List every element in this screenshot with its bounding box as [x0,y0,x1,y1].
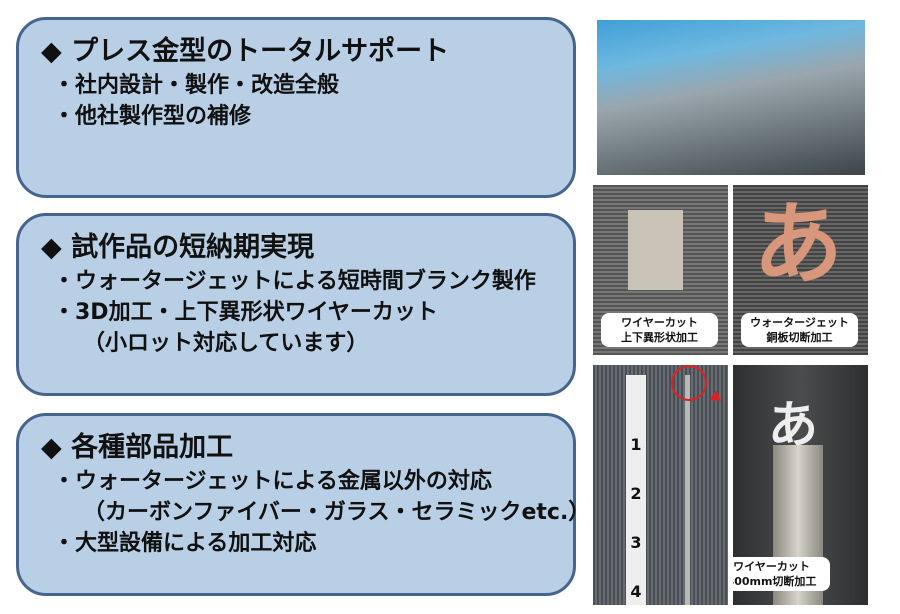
copper-glyph: あ [753,192,843,297]
ruler-tick: 4 [630,582,642,601]
section-line: ・他社製作型の補修 [53,104,252,129]
ruler-photo: 1 2 3 4 [593,365,728,605]
rod-closeup-photo: あ ワイヤーカット 400mm切断加工 [733,365,868,605]
ruler-tick: 3 [630,533,642,552]
ruler-tick: 1 [630,435,642,454]
rod [685,375,690,605]
section-title: ◆ 各種部品加工 [41,432,234,463]
section-press-die: ◆ プレス金型のトータルサポート ・社内設計・製作・改造全般 ・他社製作型の補修 [16,17,576,198]
highlight-circle [671,365,707,401]
photo-label: 400mm切断加工 [733,575,817,588]
photo-label: ウォータージェット [750,316,849,329]
photo-label: ワイヤーカット [733,560,810,573]
section-line: （小ロット対応しています） [83,331,369,356]
section-prototype: ◆ 試作品の短納期実現 ・ウォータージェットによる短時間ブランク製作 ・3D加工… [16,213,576,396]
ruler: 1 2 3 4 [626,375,646,605]
ruler-tick: 2 [630,484,642,503]
section-line: ・3D加工・上下異形状ワイヤーカット [53,300,438,325]
section-line: ・ウォータージェットによる短時間ブランク製作 [53,269,536,294]
workpiece [628,210,683,290]
section-line: ・社内設計・製作・改造全般 [53,73,340,98]
section-title: ◆ 試作品の短納期実現 [41,232,315,263]
photo-label: 銅板切断加工 [766,331,833,344]
section-line: ・大型設備による加工対応 [53,531,317,556]
press-die-photo [597,20,865,175]
section-title: ◆ プレス金型のトータルサポート [41,36,450,67]
rod-glyph: あ [768,396,818,454]
section-line: （カーボンファイバー・ガラス・セラミックetc.） [83,500,591,525]
section-parts: ◆ 各種部品加工 ・ウォータージェットによる金属以外の対応 （カーボンファイバー… [16,413,591,596]
section-line: ・ウォータージェットによる金属以外の対応 [53,469,492,494]
wire-cut-photo: ワイヤーカット上下異形状加工 [593,185,728,355]
photo-label: ワイヤーカット [621,316,698,329]
water-jet-photo: あ ウォータージェット銅板切断加工 [733,185,868,355]
photo-label: 上下異形状加工 [621,331,698,344]
